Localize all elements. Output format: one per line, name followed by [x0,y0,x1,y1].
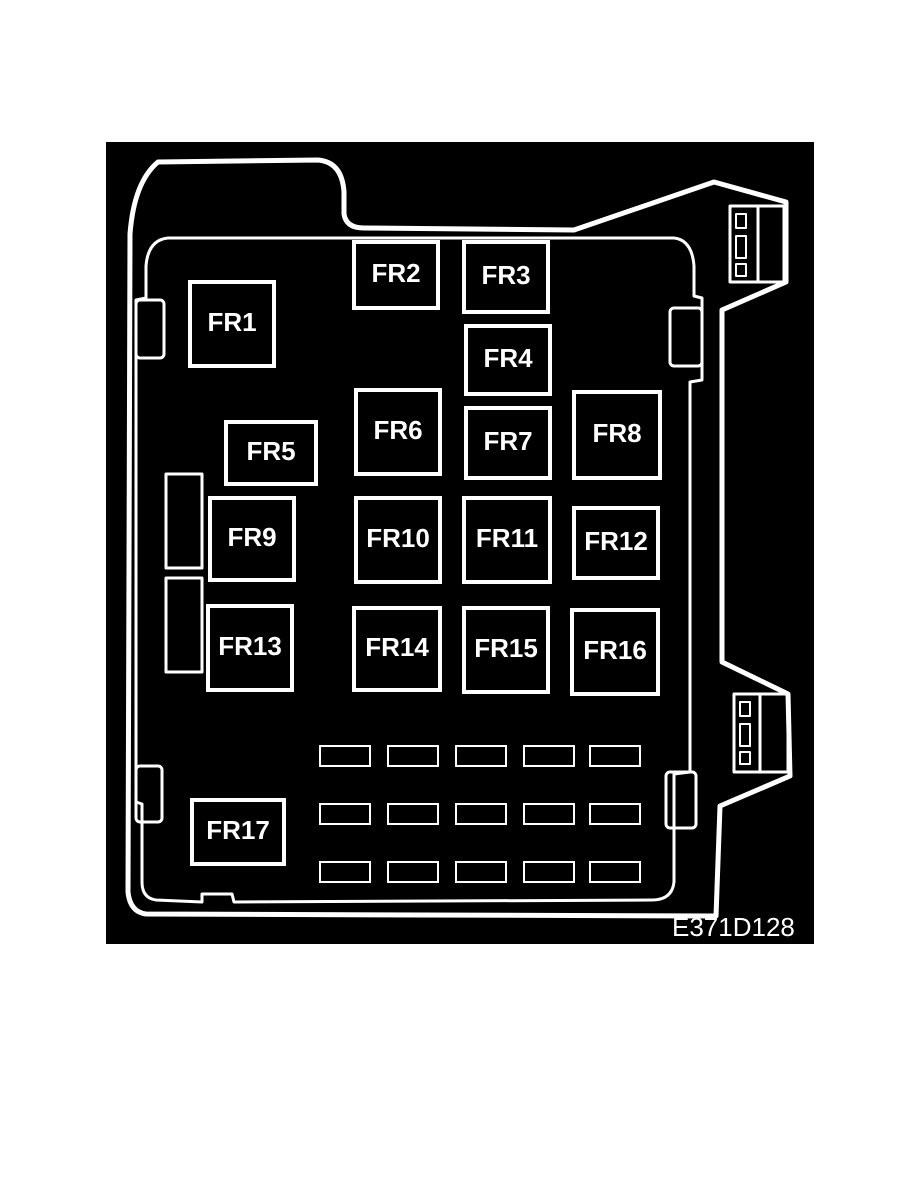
relay-fr1: FR1 [188,280,276,368]
left-connector-upper [164,472,204,570]
relay-fr13: FR13 [206,604,294,692]
relay-label-fr4: FR4 [483,343,533,373]
fuse-slot [455,745,507,767]
relay-label-fr2: FR2 [371,258,420,288]
relay-label-fr14: FR14 [365,632,429,662]
relay-label-fr7: FR7 [483,426,532,456]
fuse-slot [319,745,371,767]
left-clip-lower [134,764,164,824]
right-clip-lower [664,770,698,830]
fuse-slot [455,803,507,825]
relay-fr6: FR6 [354,388,442,476]
relay-label-fr10: FR10 [366,523,430,553]
fuse-slot [589,745,641,767]
left-connector-lower [164,576,204,674]
fuse-slot [523,745,575,767]
relay-label-fr9: FR9 [227,522,276,552]
relay-label-fr11: FR11 [476,523,538,553]
fuse-slot [387,803,439,825]
relay-fr5: FR5 [224,420,318,486]
right-clip-upper [668,306,704,368]
relay-fr15: FR15 [462,606,550,694]
relay-fr11: FR11 [462,496,552,584]
fuse-slot [589,803,641,825]
inner-panel-outline [134,236,704,904]
relay-label-fr1: FR1 [207,307,256,337]
relay-label-fr12: FR12 [584,526,648,556]
fuse-slot [319,861,371,883]
relay-fr4: FR4 [464,324,552,396]
fuse-slot [523,803,575,825]
relay-label-fr8: FR8 [592,418,641,448]
relay-fr8: FR8 [572,390,662,480]
relay-label-fr17: FR17 [206,815,270,845]
fuse-slot [523,861,575,883]
fuse-slot-grid [319,745,641,883]
fuse-slot [319,803,371,825]
fuse-box-diagram: FR1 FR2 FR3 FR4 FR5 FR6 [106,142,814,944]
fuse-slot [387,861,439,883]
relay-fr9: FR9 [208,496,296,582]
fuse-slot [455,861,507,883]
relay-fr2: FR2 [352,240,440,310]
fuse-box-svg: FR1 FR2 FR3 FR4 FR5 FR6 [125,157,795,942]
relay-label-fr5: FR5 [246,436,295,466]
relay-fr7: FR7 [464,406,552,480]
fuse-slot [589,861,641,883]
relay-label-fr6: FR6 [373,415,422,445]
housing-outline [125,157,793,919]
relay-fr16: FR16 [570,608,660,696]
relay-label-fr3: FR3 [481,260,530,290]
relay-fr3: FR3 [462,240,550,314]
right-connector-lower [732,692,790,774]
relays: FR1 FR2 FR3 FR4 FR5 FR6 [188,240,662,866]
relay-label-fr15: FR15 [474,633,538,663]
relay-label-fr16: FR16 [583,635,647,665]
relay-fr10: FR10 [354,496,442,584]
right-connector-upper [728,204,786,284]
relay-fr17: FR17 [190,798,286,866]
relay-fr12: FR12 [572,506,660,580]
left-clip-upper [134,298,166,360]
relay-label-fr13: FR13 [218,631,282,661]
figure-code: E371D128 [672,912,795,942]
fuse-slot [387,745,439,767]
relay-fr14: FR14 [352,606,442,692]
